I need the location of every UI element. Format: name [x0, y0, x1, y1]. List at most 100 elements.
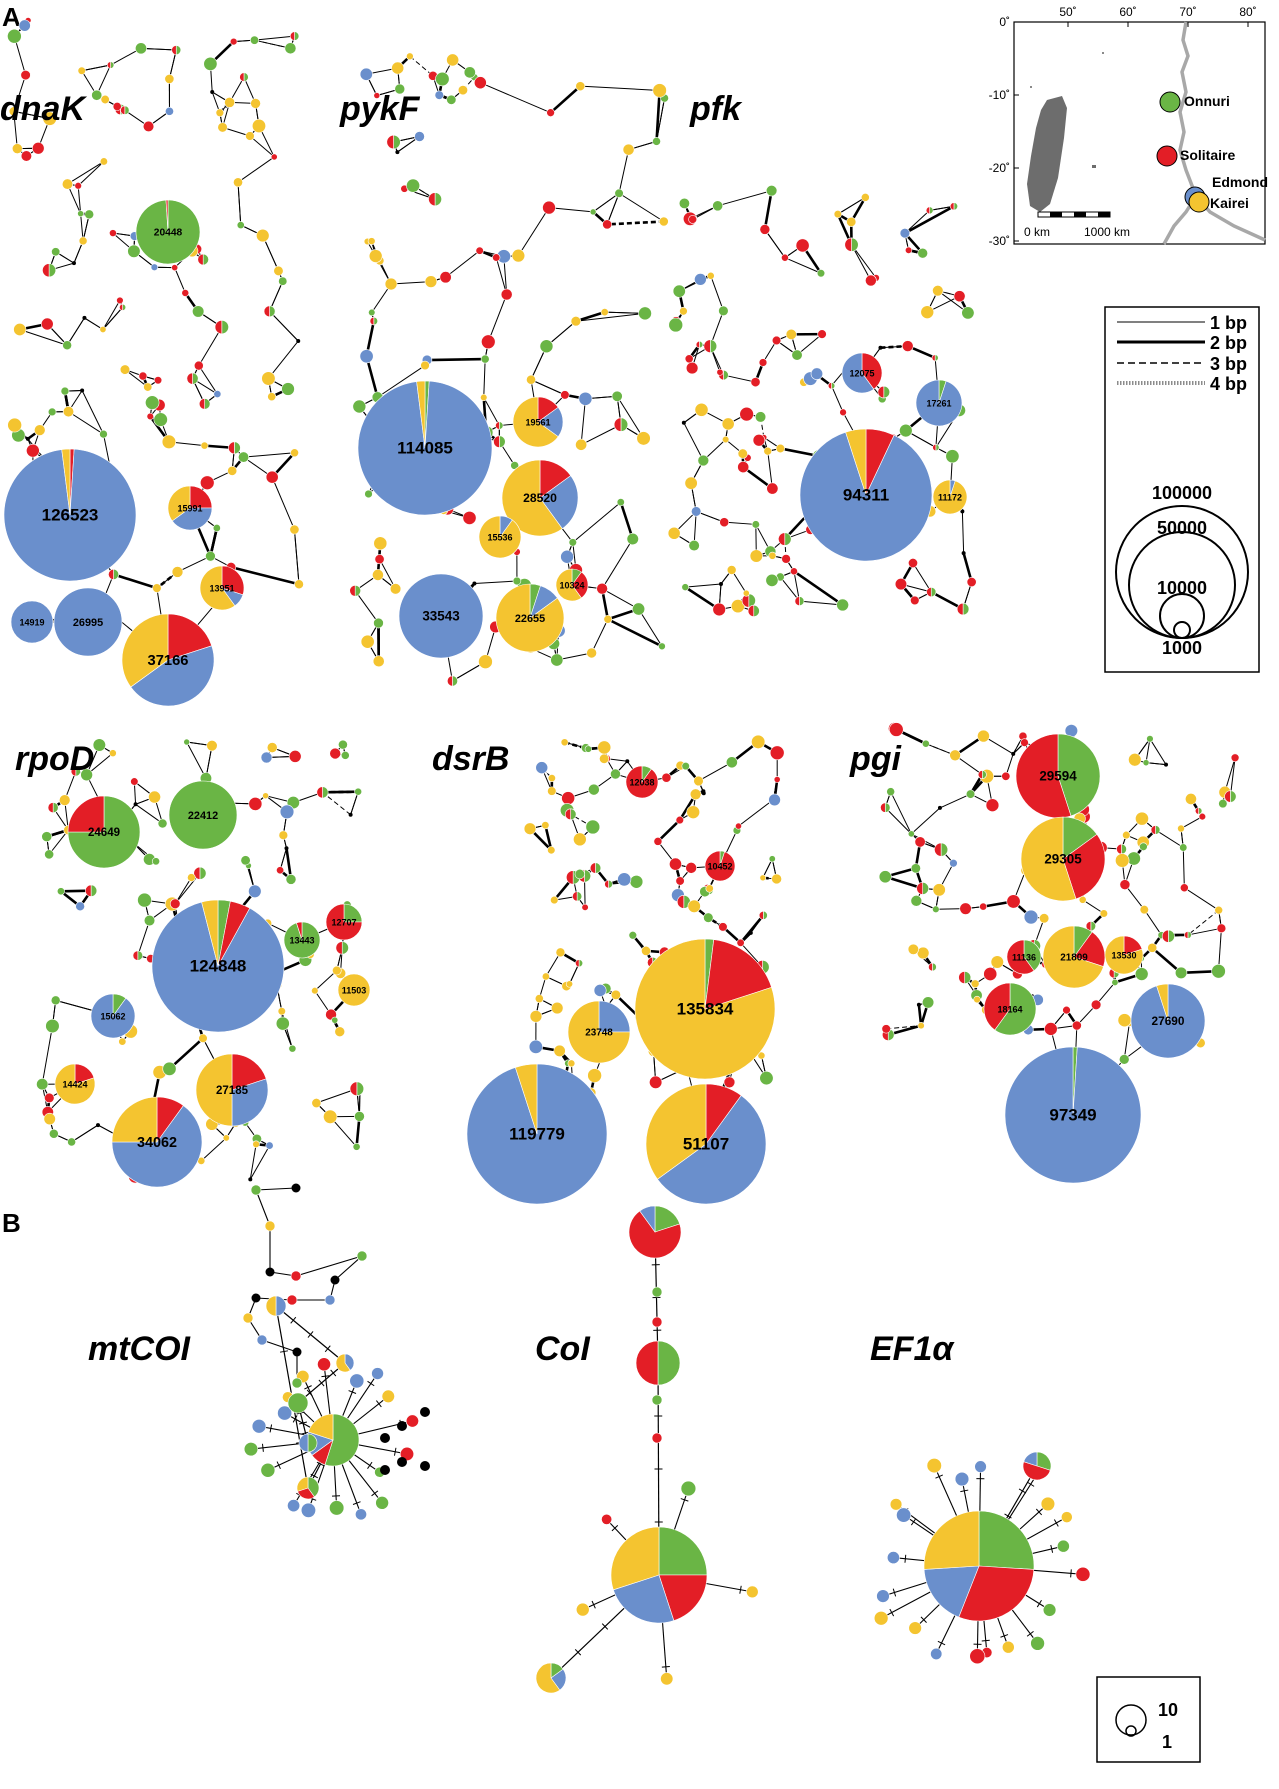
haplotype-15991 — [167, 485, 213, 531]
pie-slice — [751, 520, 760, 529]
pie-slice — [1001, 1640, 1015, 1654]
small-haplotype — [334, 1026, 346, 1038]
network-edge — [295, 1255, 363, 1277]
pie-slice — [311, 987, 319, 995]
small-haplotype — [45, 1018, 60, 1034]
haplotype-count-label: 13530 — [1111, 950, 1136, 960]
haplotype-count-label: 23748 — [585, 1028, 613, 1039]
haplotype-33543 — [398, 573, 484, 659]
small-haplotype — [270, 153, 278, 161]
pie-slice — [926, 1458, 942, 1474]
small-haplotype — [712, 602, 726, 617]
singleton-haplotype — [375, 1496, 389, 1510]
small-haplotype — [164, 73, 175, 84]
pie-slice — [970, 979, 980, 989]
network-edge — [1182, 847, 1185, 888]
small-haplotype — [742, 589, 750, 597]
small-haplotype — [74, 182, 82, 190]
inferred-node — [330, 1275, 340, 1285]
pie-slice — [1119, 879, 1131, 890]
pie-slice — [99, 326, 107, 333]
pie-slice — [54, 1063, 96, 1105]
haplotype-count-label: 12707 — [331, 917, 356, 927]
pie-slice — [910, 895, 923, 907]
legend-b: 10 1 — [1096, 1676, 1201, 1763]
small-haplotype — [578, 391, 593, 406]
small-haplotype — [368, 249, 383, 263]
small-haplotype — [360, 634, 375, 649]
network-edge — [77, 161, 105, 187]
haplotype-135834 — [634, 938, 776, 1080]
pie-slice — [197, 253, 204, 266]
small-haplotype — [575, 81, 586, 92]
pie-slice — [712, 200, 724, 212]
pie-slice — [109, 229, 117, 237]
pie-slice — [281, 382, 295, 396]
network-edge — [717, 190, 772, 207]
haplotype-94311 — [799, 428, 933, 562]
legend-b-label-1: 1 — [1162, 1732, 1172, 1752]
pie-slice — [747, 604, 755, 617]
small-haplotype — [434, 90, 444, 100]
small-haplotype — [7, 28, 22, 44]
pie-slice — [575, 81, 586, 92]
haplotype-count-label: 15991 — [177, 503, 202, 513]
pie-slice — [146, 412, 154, 421]
pie-slice — [48, 263, 57, 278]
pie-slice — [1187, 931, 1192, 939]
network-edge — [41, 1025, 53, 1085]
map-scale-bar: 0 km 1000 km — [1024, 211, 1130, 239]
small-haplotype — [252, 1140, 260, 1148]
pie-slice — [719, 517, 730, 528]
small-haplotype — [1139, 905, 1149, 915]
small-haplotype — [463, 66, 476, 79]
small-haplotype — [266, 742, 278, 753]
small-haplotype — [581, 903, 589, 911]
small-haplotype — [1001, 771, 1011, 781]
pie-slice — [561, 791, 575, 806]
pie-slice — [575, 959, 580, 968]
pie-slice — [112, 102, 122, 111]
small-haplotype — [500, 288, 513, 301]
gene-label-pgi: pgi — [849, 740, 903, 778]
haplotype-node — [610, 1526, 708, 1624]
small-haplotype — [694, 402, 709, 417]
network-edge — [350, 791, 359, 815]
haplotype-count-label: 33543 — [422, 609, 459, 624]
pie-slice — [547, 786, 557, 796]
small-haplotype — [108, 568, 119, 580]
small-haplotype — [771, 335, 782, 346]
small-haplotype — [169, 898, 181, 910]
pie-slice — [836, 598, 849, 612]
singleton-haplotype — [651, 1316, 663, 1328]
haplotype-count-label: 20448 — [154, 228, 183, 239]
lon-tick-label: 80˚ — [1239, 5, 1256, 19]
pie-slice — [810, 367, 824, 380]
pie-slice — [555, 568, 582, 602]
small-haplotype — [926, 586, 937, 598]
haplotype-count-label: 10324 — [559, 580, 584, 590]
pie-slice — [547, 846, 556, 855]
small-haplotype — [1115, 853, 1130, 868]
pie-slice — [60, 386, 70, 396]
mutation-tick — [591, 1600, 596, 1609]
pie-slice — [99, 157, 108, 166]
haplotype-97349 — [1004, 1046, 1142, 1184]
small-haplotype — [492, 253, 501, 262]
network-edge — [293, 529, 300, 585]
haplotype-node — [265, 1295, 287, 1317]
haplotype-count-label: 94311 — [843, 485, 889, 504]
inferred-node — [916, 1002, 921, 1007]
small-haplotype — [77, 66, 86, 75]
pie-slice — [18, 19, 31, 32]
site-label-onnuri: Onnuri — [1184, 93, 1230, 109]
pie-slice — [964, 971, 972, 984]
small-haplotype — [26, 443, 40, 458]
pie-slice — [110, 61, 115, 69]
pie-slice — [851, 237, 859, 252]
pie-slice — [658, 216, 669, 227]
small-haplotype — [480, 393, 488, 402]
mutation-tick — [892, 1588, 897, 1597]
pie-slice — [974, 1460, 987, 1473]
